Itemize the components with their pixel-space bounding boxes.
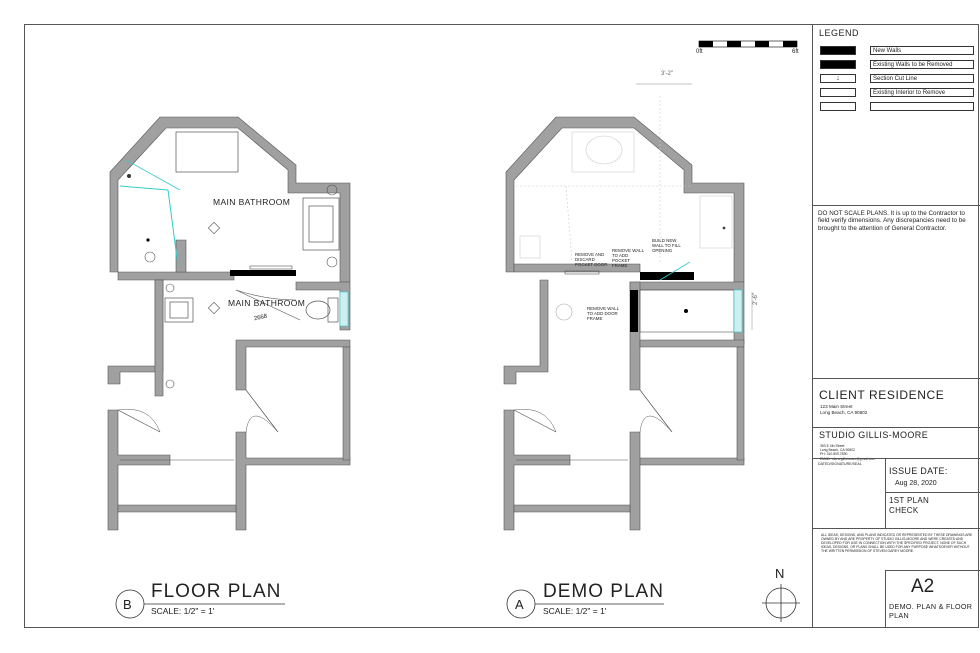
demo-plan-right-lower2 xyxy=(629,431,745,531)
floor-room-label-2: MAIN BATHROOM xyxy=(228,298,306,308)
legend-item xyxy=(820,102,974,113)
floor-plan-door-wall xyxy=(175,239,187,273)
demo-plan-right-lower xyxy=(639,339,745,348)
legend-item: ↓ Section Cut Line xyxy=(820,74,974,85)
scale-bar-left: 0ft xyxy=(696,49,703,55)
title-block: LEGEND New Walls Existing Walls to be Re… xyxy=(812,24,980,628)
legend-label: Existing Walls to be Removed xyxy=(870,60,974,69)
demo-plan-scale: SCALE: 1/2" = 1' xyxy=(543,606,607,616)
scale-bar-right: 6ft xyxy=(792,49,799,55)
divider xyxy=(813,528,980,529)
legend-item: Existing Walls to be Removed xyxy=(820,60,974,71)
divider xyxy=(885,492,980,493)
floor-plan-lower-wall-right xyxy=(235,339,351,391)
demo-plan-marker: A xyxy=(515,597,524,612)
legend-swatch xyxy=(820,60,856,69)
legend-panel: LEGEND New Walls Existing Walls to be Re… xyxy=(813,24,980,206)
floor-room-label: MAIN BATHROOM xyxy=(213,197,291,207)
dated-signature-label: DATED/SIGNATURE/SEAL xyxy=(818,462,862,466)
legend-label: Section Cut Line xyxy=(870,74,974,83)
demo-plan-outer-wall xyxy=(505,116,745,283)
floor-plan-outer-wall xyxy=(109,116,351,283)
floor-plan-lower-wall-left2 xyxy=(107,409,171,531)
demo-plan-left-wall2 xyxy=(503,409,571,531)
section-arrow-icon: ↓ xyxy=(820,74,856,83)
studio-phone: PH: 310.809.7890 xyxy=(820,452,848,457)
floor-plan-bottom-wall xyxy=(117,504,237,513)
floor-plan-drawing xyxy=(107,116,351,531)
floor-plan-right-wall xyxy=(342,346,351,461)
sheet-number-box xyxy=(885,570,980,628)
north-arrow-icon xyxy=(762,584,800,622)
legend-swatch xyxy=(820,88,856,97)
floor-plan-lower-wall-right2 xyxy=(235,431,351,531)
north-label: N xyxy=(775,566,785,581)
legend-label: New Walls xyxy=(870,46,974,55)
client-city: Long Beach, CA 90802 xyxy=(820,409,868,415)
drawing-sheet-border xyxy=(24,24,979,628)
demo-note-remove-wall-door: REMOVE WALL TO ADD DOOR FRAME xyxy=(587,306,619,321)
demo-plan-drawing xyxy=(503,83,753,531)
legend-label: Existing Interior to Remove xyxy=(870,88,974,97)
client-panel xyxy=(813,378,980,428)
floor-plan-tub xyxy=(175,131,239,173)
studio-city: Long Beach, CA 90802 xyxy=(820,448,855,453)
sheet-name: DEMO. PLAN & FLOOR PLAN xyxy=(889,602,973,620)
general-notes: DO NOT SCALE PLANS. It is up to the Cont… xyxy=(818,210,966,232)
demo-plan-wall-mid xyxy=(629,281,745,346)
client-street: 123 Main Street xyxy=(820,404,853,409)
floor-plan-inner-wall xyxy=(117,271,235,281)
issue-date-label: ISSUE DATE: xyxy=(889,466,948,476)
floor-plan-title: FLOOR PLAN xyxy=(151,581,282,602)
studio-street: 393 E 4th Street xyxy=(820,444,845,448)
floor-plan-vanity xyxy=(302,197,340,251)
divider xyxy=(813,458,980,459)
legend-title: LEGEND xyxy=(819,28,860,38)
floor-plan-toilet xyxy=(305,300,331,320)
demo-dim-top: 3'-2" xyxy=(661,71,673,77)
legend-swatch xyxy=(820,46,856,55)
floor-plan-scale: SCALE: 1/2" = 1' xyxy=(151,606,215,616)
client-address: 123 Main Street Long Beach, CA 90802 xyxy=(820,404,920,415)
scale-bar xyxy=(698,40,798,48)
demo-plan-left-wall xyxy=(503,279,549,385)
demo-plan-title: DEMO PLAN xyxy=(543,581,664,602)
disclaimer: ALL IDEAS, DESIGNS, AND PLANS INDICATED … xyxy=(821,533,973,554)
issue-date-value: Aug 28, 2020 xyxy=(895,480,937,487)
demo-dim-right: 2'-6" xyxy=(753,293,759,305)
legend-swatch xyxy=(820,102,856,111)
issue-note: 1ST PLAN CHECK xyxy=(889,496,930,515)
studio-name: STUDIO GILLIS-MOORE xyxy=(819,430,929,440)
legend-item: Existing Interior to Remove xyxy=(820,88,974,99)
legend-item: New Walls xyxy=(820,46,974,57)
legend-label xyxy=(870,102,974,111)
demo-note-remove-discard: REMOVE AND DISCARD POCKET DOOR xyxy=(575,252,608,267)
divider xyxy=(885,458,886,528)
demo-note-remove-wall-pocket: REMOVE WALL TO ADD POCKET FRAME xyxy=(612,248,644,268)
sheet-number: A2 xyxy=(911,576,935,597)
floor-plan-vanity-wall xyxy=(154,279,164,397)
demo-note-build-new-wall: BUILD NEW WALL TO FILL OPENING xyxy=(652,238,681,253)
client-name: CLIENT RESIDENCE xyxy=(819,388,945,402)
floor-plan-marker: B xyxy=(123,597,132,612)
